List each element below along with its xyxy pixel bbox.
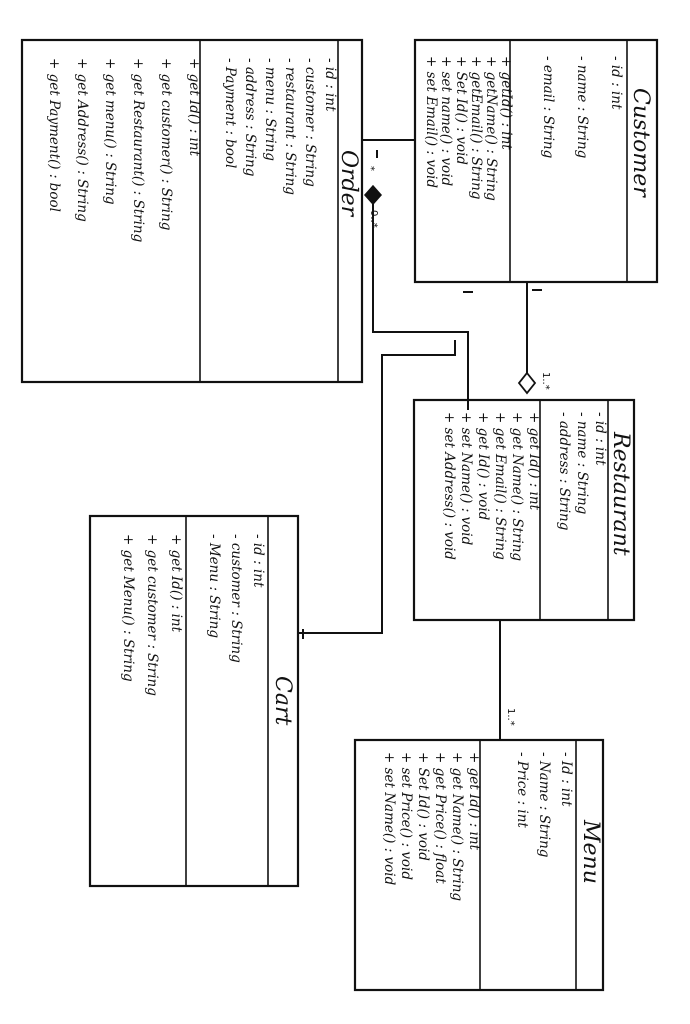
class-customer-method: + getId() : int [498, 56, 514, 150]
class-menu-method: + set Price() : void [398, 752, 414, 880]
class-order-attr: - restaurant : String [282, 58, 298, 195]
class-restaurant-box [412, 398, 636, 622]
class-restaurant-attr: - id : int [592, 412, 608, 466]
mult-order-customer-end: 0..* [368, 210, 379, 228]
class-order-attr: - menu : String [262, 58, 278, 161]
class-menu-method: + set Name() : void [381, 752, 397, 886]
class-menu-method: + get Name() : String [449, 752, 465, 901]
class-menu-method: + get Id() : int [466, 752, 482, 851]
class-order-box [20, 38, 364, 384]
class-customer-box [413, 38, 659, 284]
class-order-method: + get Id() : int [186, 58, 202, 157]
class-menu-title: Menu [578, 819, 603, 884]
class-restaurant-method: + get Email() : String [492, 412, 508, 560]
class-order-method: + get Restaurant() : String [130, 58, 146, 243]
class-cart-method: + get Id() : int [168, 534, 184, 633]
composition-diamond [363, 184, 383, 206]
class-menu-attr: - Name : String [536, 752, 552, 858]
class-restaurant-method: + set Address() : void [441, 412, 457, 560]
class-customer-method: + set Email() : void [423, 56, 439, 188]
class-cart-attr: - Menu : String [206, 534, 222, 638]
class-cart-attr: - id : int [250, 534, 266, 588]
class-restaurant-attr: - name : String [574, 412, 590, 515]
class-order[interactable]: Order - id : int - customer : String - r… [20, 38, 364, 384]
class-cart[interactable]: Cart - id : int - customer : String - Me… [88, 514, 300, 888]
connectors [298, 139, 542, 740]
class-customer-title: Customer [628, 88, 653, 198]
class-menu-method: + Set Id() : void [415, 752, 431, 861]
class-order-method: + get Address() : String [74, 58, 90, 222]
class-restaurant-method: + get Id() : void [475, 412, 491, 521]
class-customer-method: + getName() : String [483, 56, 499, 201]
order-customer-association [363, 139, 469, 400]
class-menu-attr: - Id : int [558, 752, 574, 807]
class-restaurant-method: + get Id() : int [526, 412, 542, 511]
class-restaurant-title: Restaurant [608, 431, 633, 556]
class-menu-box [353, 738, 605, 992]
class-customer[interactable]: Customer - id : int - name : String - em… [413, 38, 659, 284]
class-order-method: + get customer() : String [158, 58, 174, 231]
class-order-title: Order [336, 150, 361, 218]
class-restaurant-method: + set Name() : void [458, 412, 474, 546]
class-customer-attr: - name : String [574, 56, 590, 159]
class-cart-method: + get Menu() : String [120, 534, 136, 682]
class-order-attr: - Payment : bool [222, 58, 238, 168]
class-cart-box [88, 514, 300, 888]
class-menu-method: + get Price() : float [432, 752, 448, 884]
class-customer-method: + getEmail() : String [468, 56, 484, 200]
mult-restaurant-menu: 1..* [505, 708, 516, 726]
aggregation-diamond [517, 371, 537, 395]
class-cart-title: Cart [270, 676, 295, 725]
class-customer-attr: - email : String [540, 56, 556, 159]
class-restaurant-method: + get Name() : String [509, 412, 525, 561]
class-cart-attr: - customer : String [228, 534, 244, 663]
class-order-attr: - id : int [322, 58, 338, 112]
class-menu-attr: - Price : int [514, 752, 530, 828]
class-order-method: + get Payment() : bool [46, 58, 62, 212]
class-customer-method: + Set Id() : void [453, 56, 469, 165]
class-restaurant-attr: - address : String [556, 412, 572, 531]
multiplicities: * 0..* 1..* 1..* [365, 166, 551, 726]
mult-customer-restaurant: 1..* [540, 372, 551, 390]
class-order-attr: - address : String [242, 58, 258, 177]
cart-order-connector [298, 340, 456, 634]
class-menu[interactable]: Menu - Id : int - Name : String - Price … [353, 738, 605, 992]
association-ticks [302, 150, 542, 639]
class-customer-attr: - id : int [608, 56, 624, 110]
class-restaurant[interactable]: Restaurant - id : int - name : String - … [412, 398, 636, 622]
class-cart-method: + get customer : String [144, 534, 160, 696]
class-order-attr: - customer : String [302, 58, 318, 187]
mult-order-customer-mid: * [365, 166, 376, 171]
class-order-method: + get menu() : String [102, 58, 118, 205]
class-customer-method: + set name() : void [438, 56, 454, 187]
